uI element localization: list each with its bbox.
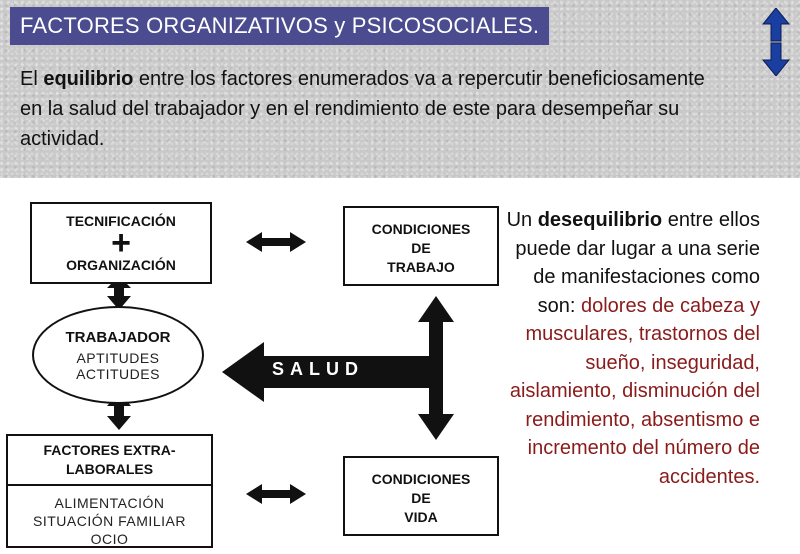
life-cond-line2: DE [411,490,431,506]
extra-title-2: LABORALES [8,460,211,486]
page-title: FACTORES ORGANIZATIVOS y PSICOSOCIALES. [10,7,550,45]
diagram-area: TECNIFICACIÓN + ORGANIZACIÓN CONDICIONES… [0,178,800,554]
intro-rest: entre los factores enumerados va a reper… [20,68,705,150]
header-panel: FACTORES ORGANIZATIVOS y PSICOSOCIALES. … [0,0,800,178]
arrow-down-icon[interactable] [762,42,790,76]
intro-prefix: El [20,68,44,90]
work-cond-line1: CONDICIONES [371,221,471,237]
extra-line1: ALIMENTACIÓN [54,495,165,511]
work-cond-line2: DE [411,240,431,256]
tech-label: TECNIFICACIÓN [66,213,176,229]
imbalance-middle: entre ellos puede dar lugar a una serie … [515,209,760,317]
work-cond-line3: TRABAJO [387,259,455,275]
life-cond-line3: VIDA [404,509,438,525]
life-conditions-box: CONDICIONES DE VIDA [343,456,499,536]
worker-line1: APTITUDES [76,350,160,366]
extra-line3: OCIO [90,531,129,547]
extra-title-1: FACTORES EXTRA- [43,442,176,458]
intro-paragraph: El equilibrio entre los factores enumera… [20,64,720,154]
intro-bold: equilibrio [43,68,134,90]
arrow-up-icon[interactable] [762,8,790,42]
imbalance-prefix: Un [506,209,538,231]
health-arrow [222,342,443,402]
tech-org-box: TECNIFICACIÓN + ORGANIZACIÓN [30,202,212,284]
work-conditions-box: CONDICIONES DE TRABAJO [343,206,499,286]
worker-line2: ACTITUDES [76,366,160,382]
vertical-arrow-upper-left [107,276,131,310]
diagram-arrows [107,232,454,504]
org-label: ORGANIZACIÓN [66,257,176,273]
worker-title: TRABAJADOR [65,329,171,346]
worker-ellipse: TRABAJADOR APTITUDES ACTITUDES [32,306,204,404]
double-arrow-bottom [246,484,306,504]
extra-line2: SITUACIÓN FAMILIAR [33,513,186,529]
imbalance-bold: desequilibrio [537,209,663,231]
nav-arrows [762,8,790,76]
plus-sign: + [111,224,131,262]
extra-labor-box: FACTORES EXTRA- LABORALES ALIMENTACIÓN S… [6,434,213,548]
imbalance-paragraph: Un desequilibrio entre ellos puede dar l… [500,206,760,491]
life-cond-line1: CONDICIONES [371,471,471,487]
imbalance-effects: dolores de cabeza y musculares, trastorn… [509,294,760,488]
health-label: SALUD [272,359,364,379]
double-arrow-top [246,232,306,252]
